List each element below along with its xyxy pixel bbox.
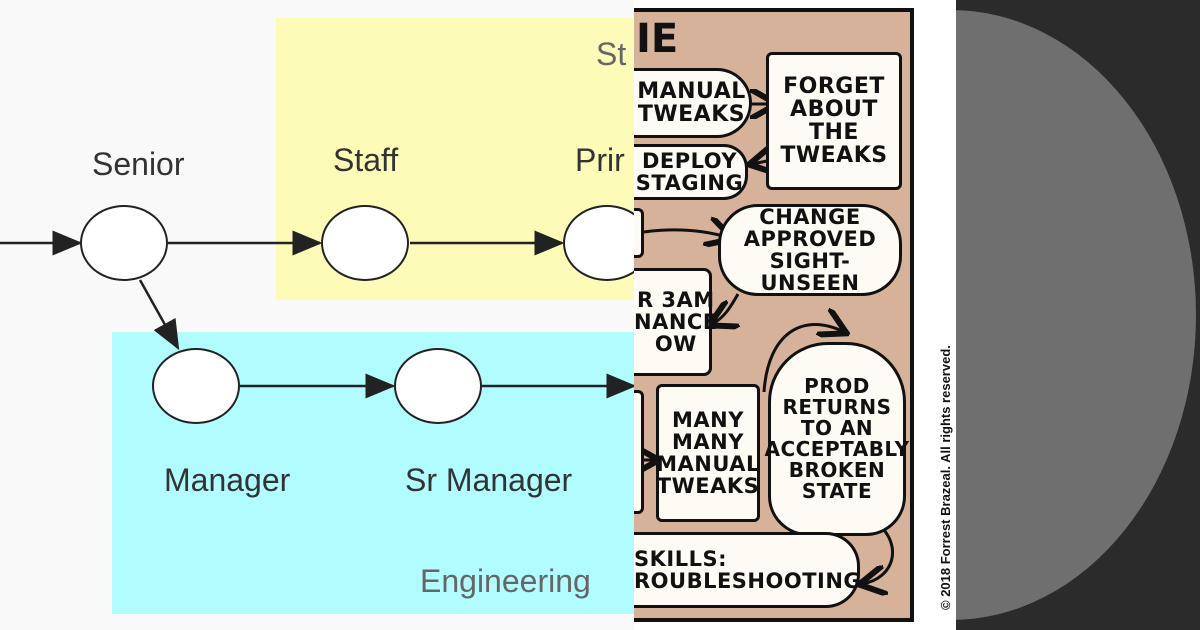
label-manager: Manager [164, 462, 291, 498]
arrow-senior-manager [138, 279, 180, 351]
node-principal [563, 205, 634, 281]
career-diagram: Senior Staff Prir St Manager Sr Manager … [0, 18, 634, 614]
label-staff-band: St [596, 36, 627, 72]
bubble-stub-left [634, 208, 644, 258]
bubble-skills-troubleshooting: SKILLS: ROUBLESHOOTING [634, 532, 861, 608]
grey-disk [956, 10, 1196, 620]
bubble-stub-left-2 [634, 390, 644, 514]
comic-title: IE [636, 16, 679, 62]
diagram-arrows [0, 230, 634, 399]
label-senior: Senior [92, 146, 185, 182]
bubble-prod-returns: PROD RETURNS TO AN ACCEPTABLY BROKEN STA… [764, 342, 909, 536]
bubble-forget-tweaks: FORGET ABOUT THE TWEAKS [766, 52, 902, 190]
label-engineering-band: Engineering [420, 563, 591, 599]
bubble-maintenance-window: R 3AM NANCE OW [634, 268, 717, 376]
bubble-change-approved: CHANGE APPROVED SIGHT-UNSEEN [718, 204, 902, 296]
bubble-many-manual-tweaks: MANY MANY MANUAL TWEAKS [656, 384, 760, 522]
dark-panel [956, 0, 1200, 630]
comic-copyright: © 2018 Forrest Brazeal. All rights reser… [938, 345, 953, 610]
label-principal: Prir [575, 142, 625, 178]
label-staff: Staff [333, 142, 399, 178]
bubble-manual-tweaks: MANUAL TWEAKS [634, 68, 752, 138]
comic-panel: IE MANUAL TWEAKS FORGET ABOUT THE TWEAKS… [634, 0, 956, 630]
node-staff [321, 205, 409, 281]
comic-frame: IE MANUAL TWEAKS FORGET ABOUT THE TWEAKS… [634, 8, 914, 622]
node-senior [80, 205, 168, 281]
label-sr-manager: Sr Manager [405, 462, 573, 498]
node-sr-manager [394, 348, 482, 424]
node-manager [152, 348, 240, 424]
bubble-deploy-staging: DEPLOY STAGING [634, 144, 748, 200]
